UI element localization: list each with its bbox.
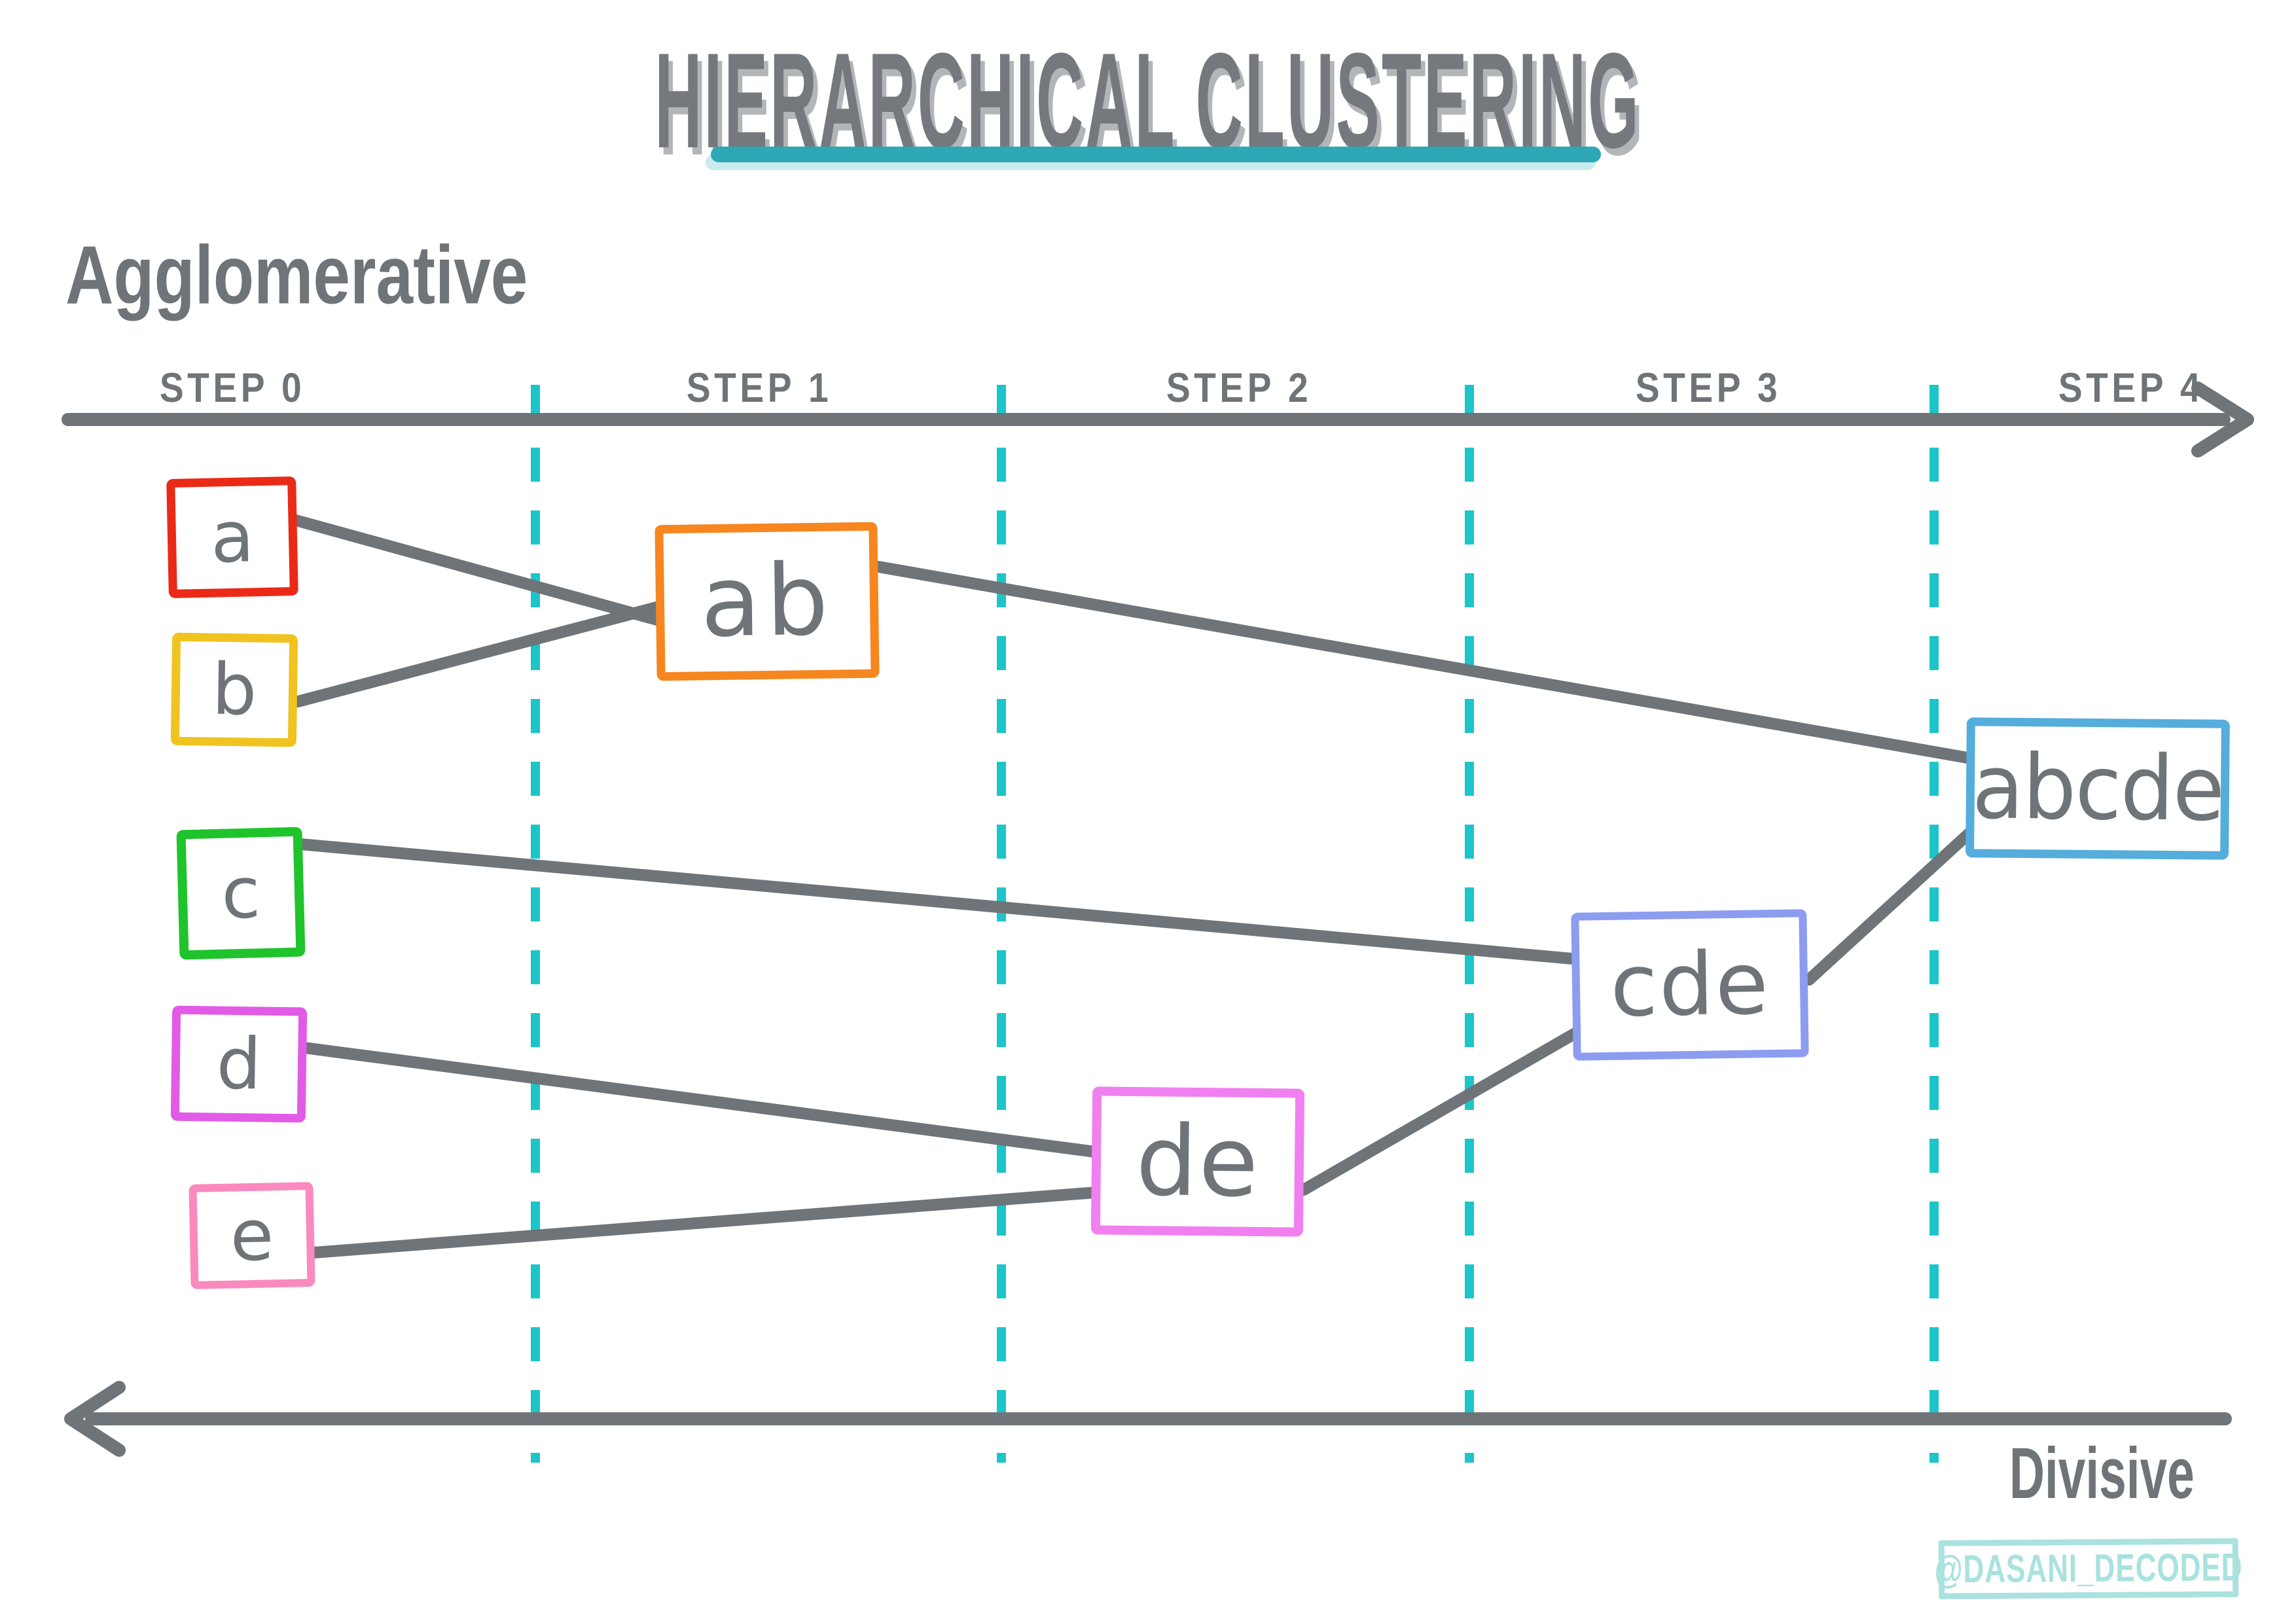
agglomerative-arrow: [62, 382, 2254, 457]
step-label-1: STEP 1: [686, 365, 833, 411]
cluster-box-b: b: [170, 632, 298, 747]
cluster-box-abcde: abcde: [1965, 717, 2230, 860]
step-label-2: STEP 2: [1166, 365, 1312, 411]
edge-ab-abcde: [872, 561, 1981, 765]
cluster-box-de: de: [1090, 1086, 1305, 1237]
cluster-label-abcde: abcde: [1971, 736, 2224, 842]
edge-a-ab: [290, 514, 665, 626]
cluster-label-cde: cde: [1609, 933, 1770, 1037]
cluster-box-d: d: [170, 1005, 308, 1123]
cluster-box-cde: cde: [1571, 909, 1809, 1061]
step-divider-lines: [531, 385, 1939, 1463]
agglomerative-arrowhead: [2191, 382, 2254, 457]
cluster-box-e: e: [188, 1182, 315, 1289]
cluster-box-c: c: [176, 827, 306, 960]
page-title-wrap: HIERARCHICAL CLUSTERING: [0, 22, 2296, 176]
title-underline-bar: [711, 147, 1601, 162]
edge-de-cde: [1298, 1016, 1600, 1196]
cluster-label-a: a: [209, 495, 255, 579]
edge-b-ab: [292, 601, 665, 707]
step-label-4: STEP 4: [2058, 365, 2204, 411]
merge-edges: [290, 514, 1982, 1258]
cluster-label-e: e: [229, 1194, 275, 1277]
cluster-label-ab: ab: [700, 543, 834, 660]
divisive-label: Divisive: [2009, 1433, 2195, 1514]
divisive-arrowhead: [64, 1381, 126, 1457]
cluster-box-ab: ab: [655, 522, 880, 681]
divisive-arrow: [64, 1381, 2232, 1457]
watermark-badge: @DASANI_DECODED: [1934, 1538, 2243, 1599]
cluster-label-c: c: [220, 851, 262, 935]
agglomerative-label: Agglomerative: [65, 229, 528, 321]
edge-cde-abcde: [1803, 821, 1982, 986]
edge-e-de: [308, 1186, 1111, 1258]
cluster-label-de: de: [1135, 1105, 1261, 1219]
edge-c-cde: [295, 838, 1600, 967]
step-label-0: STEP 0: [159, 365, 306, 411]
cluster-label-b: b: [211, 649, 258, 731]
watermark-text: @DASANI_DECODED: [1934, 1546, 2243, 1592]
edge-d-de: [298, 1042, 1111, 1159]
step-label-3: STEP 3: [1635, 365, 1782, 411]
cluster-label-d: d: [215, 1023, 262, 1105]
cluster-box-a: a: [166, 476, 298, 599]
